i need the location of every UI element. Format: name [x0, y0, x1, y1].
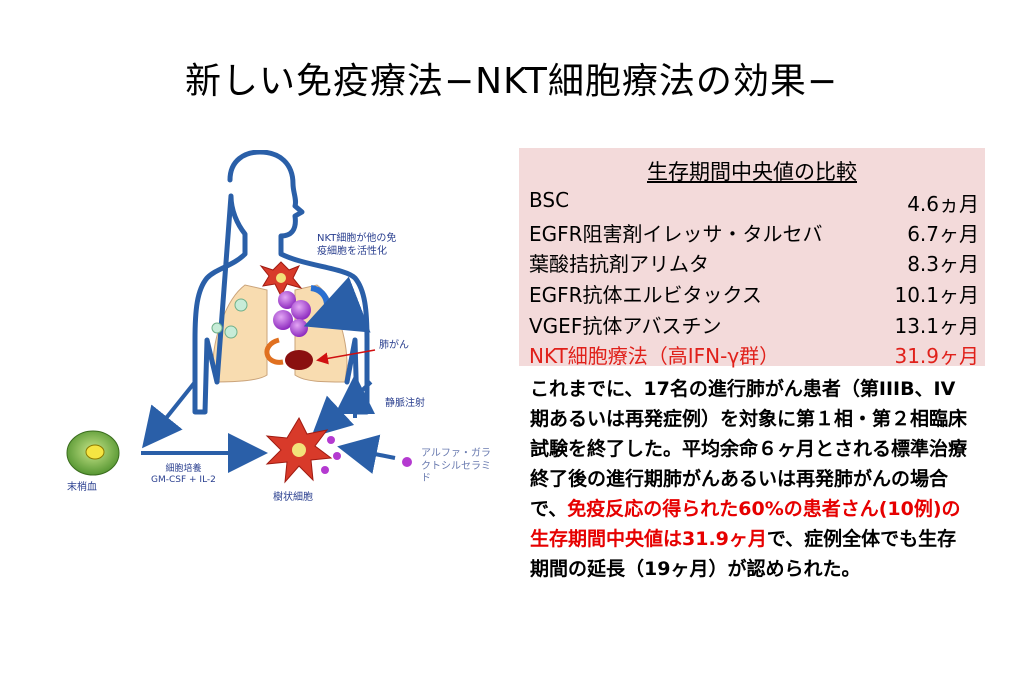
label-cell-culture: 細胞培養 GM-CSF + IL-2 [151, 464, 216, 486]
description-part2: で、症例全体でも生存期間の延長（19ヶ月）が認められた。 [530, 528, 957, 580]
page-title: 新しい免疫療法−NKT細胞療法の効果− [184, 61, 839, 102]
label-peripheral-blood: 末梢血 [67, 482, 97, 493]
label-iv-injection: 静脈注射 [385, 398, 425, 409]
label-nkt-activate: NKT細胞が他の免 疫細胞を活性化 [317, 233, 397, 257]
table-row: 葉酸拮抗剤アリムタ 8.3ヶ月 [529, 252, 979, 276]
label-lung-cancer: 肺がん [379, 340, 409, 351]
diagram-illustration [66, 150, 412, 484]
table-row: EGFR抗体エルビタックス 10.1ヶ月 [529, 283, 979, 307]
alpha-galcer-icon [402, 457, 412, 467]
label-alpha-galcer: アルファ・ガラ クトシルセラミ ド [421, 448, 491, 484]
survival-comparison-table: 生存期間中央値の比較 BSC 4.6ヵ月 EGFR阻害剤イレッサ・タルセバ 6.… [519, 148, 985, 368]
description-part1: これまでに、17名の進行肺がん患者（第IIIB、IV期あるいは再発症例）を対象に… [530, 378, 968, 520]
table-row: BSC 4.6ヵ月 [529, 188, 979, 216]
blood-cell-icon [66, 430, 120, 476]
label-dendritic-cell: 樹状細胞 [273, 492, 313, 503]
dendritic-cell-icon [265, 416, 341, 484]
description-highlight: 免疫反応の得られた60%の患者さん(10例)の生存期間中央値は31.9ヶ月 [530, 498, 961, 550]
table-row: VGEF抗体アバスチン 13.1ヶ月 [529, 314, 979, 338]
table-row-highlight: NKT細胞療法（高IFN-γ群） 31.9ヶ月 [529, 344, 979, 368]
immunotherapy-diagram: NKT細胞が他の免 疫細胞を活性化 肺がん 静脈注射 アルファ・ガラ クトシルセ… [55, 150, 495, 530]
table-row: EGFR阻害剤イレッサ・タルセバ 6.7ヶ月 [529, 222, 979, 246]
table-title: 生存期間中央値の比較 [647, 160, 857, 184]
description-text: これまでに、17名の進行肺がん患者（第IIIB、IV期あるいは再発症例）を対象に… [530, 374, 970, 584]
tumor-icon [285, 350, 313, 370]
